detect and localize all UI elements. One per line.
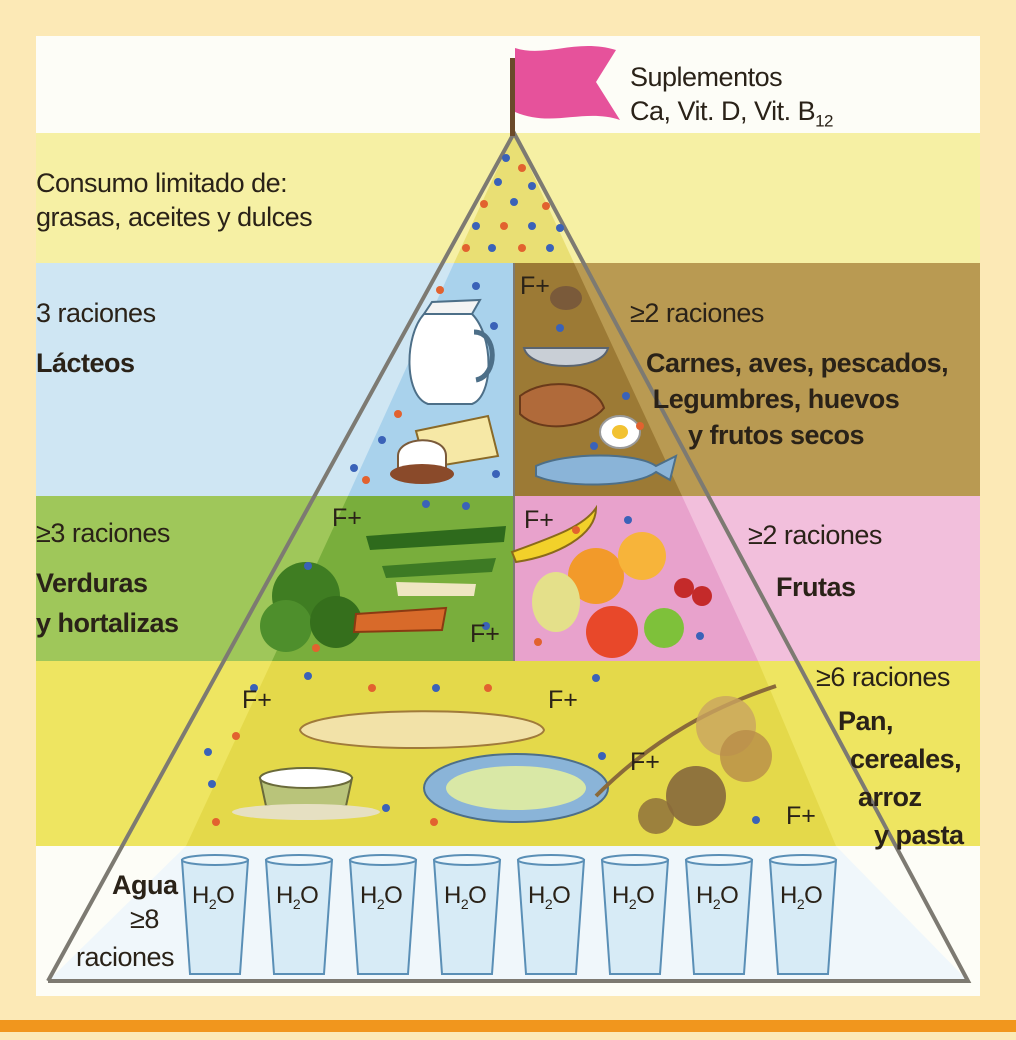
protein-line2: Legumbres, huevos [646,384,906,415]
grains-line2: cereales, [850,744,961,775]
grains-fiber-2: F+ [548,686,578,715]
water-glass [434,860,500,974]
water-glass-rim [602,855,668,865]
vegetables-fiber-bottom: F+ [470,620,500,649]
water-glass-label: H2O [444,882,486,912]
water-glass-label: H2O [780,882,822,912]
water-glass [686,860,752,974]
water-glass [350,860,416,974]
water-glass-rim [770,855,836,865]
grains-line3: arroz [858,782,922,813]
water-glass-rim [686,855,752,865]
water-glass-rim [182,855,248,865]
water-glass-label: H2O [612,882,654,912]
water-glass-rim [350,855,416,865]
flag-pole [510,58,515,136]
dairy-name: Lácteos [36,348,135,379]
protein-line3: y frutos secos [676,420,876,451]
water-glass-label: H2O [192,882,234,912]
limited-line1: Consumo limitado de: [36,168,287,199]
accent-rule [0,1020,1016,1032]
water-name: Agua [112,870,178,901]
vegetables-servings: ≥3 raciones [36,518,170,549]
protein-line1: Carnes, aves, pescados, [646,348,946,379]
water-glass [602,860,668,974]
water-glass-label: H2O [528,882,570,912]
supplements-items-prefix: Ca, Vit. D, Vit. B [630,96,815,126]
water-glass-label: H2O [360,882,402,912]
water-servings-line1: ≥8 [130,904,159,935]
dairy-servings: 3 raciones [36,298,156,329]
grains-servings: ≥6 raciones [816,662,950,693]
grains-fiber-4: F+ [786,802,816,831]
vegetables-fiber-top: F+ [332,504,362,533]
water-glass [518,860,584,974]
flag [515,46,620,120]
water-glass [182,860,248,974]
fruits-name: Frutas [776,572,856,603]
protein-servings: ≥2 raciones [630,298,764,329]
food-pyramid-diagram: Suplementos Ca, Vit. D, Vit. B12 Consumo… [36,36,980,996]
water-servings-line2: raciones [76,942,174,973]
fruits-fiber: F+ [524,506,554,535]
supplements-items-subscript: 12 [815,111,833,130]
grains-line1: Pan, [838,706,893,737]
limited-line2: grasas, aceites y dulces [36,202,312,233]
grains-line4: y pasta [874,820,964,851]
supplements-items: Ca, Vit. D, Vit. B12 [630,96,833,131]
supplements-title: Suplementos [630,62,782,93]
water-glass-rim [434,855,500,865]
vegetables-line2: y hortalizas [36,608,179,639]
water-glass [770,860,836,974]
protein-fiber: F+ [520,272,550,301]
grains-fiber-3: F+ [630,748,660,777]
fruits-servings: ≥2 raciones [748,520,882,551]
grains-fiber-1: F+ [242,686,272,715]
vegetables-line1: Verduras [36,568,148,599]
water-glass-label: H2O [696,882,738,912]
water-glass-rim [266,855,332,865]
water-glass [266,860,332,974]
water-glass-label: H2O [276,882,318,912]
water-glass-rim [518,855,584,865]
